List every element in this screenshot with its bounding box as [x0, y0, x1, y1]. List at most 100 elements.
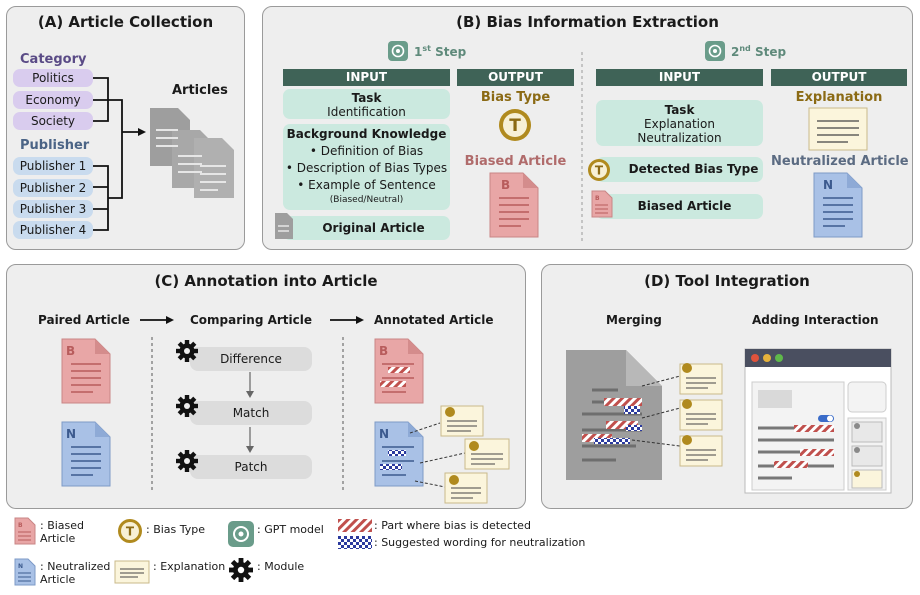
step2-input-header: INPUT [596, 69, 763, 86]
articles-stack-icon [150, 108, 234, 198]
publisher-3: Publisher 3 [13, 200, 93, 218]
biased-article-icon: B [489, 172, 539, 238]
annotated-article-label: Annotated Article [374, 313, 494, 327]
category-politics: Politics [13, 69, 93, 87]
svg-text:B: B [379, 344, 388, 358]
articles-label: Articles [172, 83, 228, 98]
step1-task-value: Identification [327, 105, 406, 119]
legend-neutral-line1: Neutralized [47, 560, 111, 573]
svg-text:T: T [595, 164, 604, 178]
legend-blue-check-swatch [338, 536, 372, 549]
legend-bias-detected-text: : Part where bias is detected [374, 519, 531, 532]
legend-neutral-line2: Article [40, 573, 76, 586]
annotated-biased-article-icon: B [374, 338, 424, 404]
bk-item: • Example of Sentence [297, 178, 436, 192]
original-article-icon [275, 213, 293, 239]
bk-note: (Biased/Neutral) [329, 195, 404, 205]
svg-text:B: B [501, 178, 510, 192]
module-match: Match [190, 401, 312, 425]
panel-c-title: (C) Annotation into Article [154, 272, 378, 290]
paired-neutral-article-icon: N [61, 421, 111, 487]
flow-arrows [140, 316, 364, 490]
legend-gear-icon [229, 558, 253, 582]
svg-text:B: B [66, 344, 75, 358]
publisher-4: Publisher 4 [13, 221, 93, 239]
gpt-model-icon [388, 41, 408, 61]
merged-document-icon [566, 350, 723, 480]
legend-biased-line1: Biased [47, 519, 85, 532]
step2-task-box: Task Explanation Neutralization [596, 100, 763, 146]
biased-article-small-icon: B [591, 190, 613, 218]
legend-gpt-text: : GPT model [257, 523, 324, 536]
detected-bias-type-box: Detected Bias Type [596, 157, 763, 182]
neutralized-article-icon: N [813, 172, 863, 238]
annotation-callouts [409, 405, 510, 504]
paired-biased-article-icon: B [61, 338, 111, 404]
step1-label: 1st Step [414, 44, 467, 59]
step2-biased-article-label: Biased Article [637, 199, 732, 213]
panel-a-title: (A) Article Collection [37, 13, 214, 31]
svg-text:T: T [509, 116, 521, 136]
detected-bias-type-label: Detected Bias Type [628, 162, 759, 176]
module-patch: Patch [190, 455, 312, 479]
legend-biased-article-icon: B [14, 517, 36, 545]
interactive-tool-window [744, 348, 892, 494]
category-economy: Economy [13, 91, 93, 109]
legend-module-text: : Module [257, 560, 305, 573]
background-knowledge-box: Background Knowledge • Definition of Bia… [283, 124, 450, 210]
step2-output-header: OUTPUT [771, 69, 907, 86]
publisher-label: Publisher [20, 138, 90, 153]
svg-text:N: N [823, 178, 833, 192]
bias-type-token-icon: T [499, 109, 531, 141]
svg-text:T: T [126, 525, 135, 539]
legend-gpt-icon [228, 521, 254, 547]
category-society: Society [13, 112, 93, 130]
step2-task-line: Neutralization [637, 131, 722, 145]
panel-b-title: (B) Bias Information Extraction [456, 13, 719, 31]
legend-neutral-text: : Neutralized Article [40, 560, 111, 586]
legend-biased-line2: Article [40, 532, 76, 545]
original-article-box: Original Article [283, 216, 450, 240]
gear-icon [176, 450, 198, 472]
comparing-article-label: Comparing Article [190, 313, 313, 327]
legend-explanation-text: : Explanation [153, 560, 226, 573]
panel-d-title: (D) Tool Integration [644, 272, 810, 290]
bk-item: • Description of Bias Types [285, 161, 448, 175]
original-article-label: Original Article [322, 221, 425, 235]
step2-task-title: Task [664, 103, 695, 117]
step1-task-box: Task Identification [283, 89, 450, 119]
category-label: Category [20, 52, 87, 67]
publisher-2: Publisher 2 [13, 179, 93, 197]
legend-neutral-article-icon: N [14, 558, 36, 586]
svg-text:N: N [379, 427, 389, 441]
legend-explanation-icon [114, 560, 150, 584]
step2-task-line: Explanation [644, 117, 715, 131]
step1-out-biased-article: Biased Article [464, 154, 567, 169]
module-difference: Difference [190, 347, 312, 371]
legend-biased-text: : Biased Article [40, 519, 85, 545]
paired-article-label: Paired Article [38, 313, 130, 327]
step1-output-header: OUTPUT [457, 69, 574, 86]
step2-label: 2nd Step [731, 44, 787, 59]
bk-item: • Definition of Bias [309, 144, 424, 158]
explanation-note-icon [808, 107, 868, 151]
svg-text:B: B [595, 195, 600, 202]
step1-task-title: Task [351, 91, 382, 105]
step-divider [581, 52, 583, 242]
step2-out-explanation: Explanation [795, 90, 883, 105]
gear-icon [176, 340, 198, 362]
bias-type-token-icon: T [588, 159, 610, 181]
gpt-model-icon [705, 41, 725, 61]
svg-text:N: N [18, 563, 23, 570]
step1-input-header: INPUT [283, 69, 450, 86]
legend-bias-type-text: : Bias Type [146, 523, 206, 536]
publisher-1: Publisher 1 [13, 157, 93, 175]
gear-icon [176, 395, 198, 417]
legend-red-stripe-swatch [338, 519, 372, 532]
step2-out-neutralized: Neutralized Article [771, 154, 909, 169]
adding-interaction-label: Adding Interaction [752, 313, 879, 327]
step1-out-bias-type: Bias Type [480, 90, 551, 105]
legend-bias-type-icon: T [118, 519, 142, 543]
legend-neutralization-text: : Suggested wording for neutralization [374, 536, 586, 549]
bk-title: Background Knowledge [286, 127, 447, 141]
